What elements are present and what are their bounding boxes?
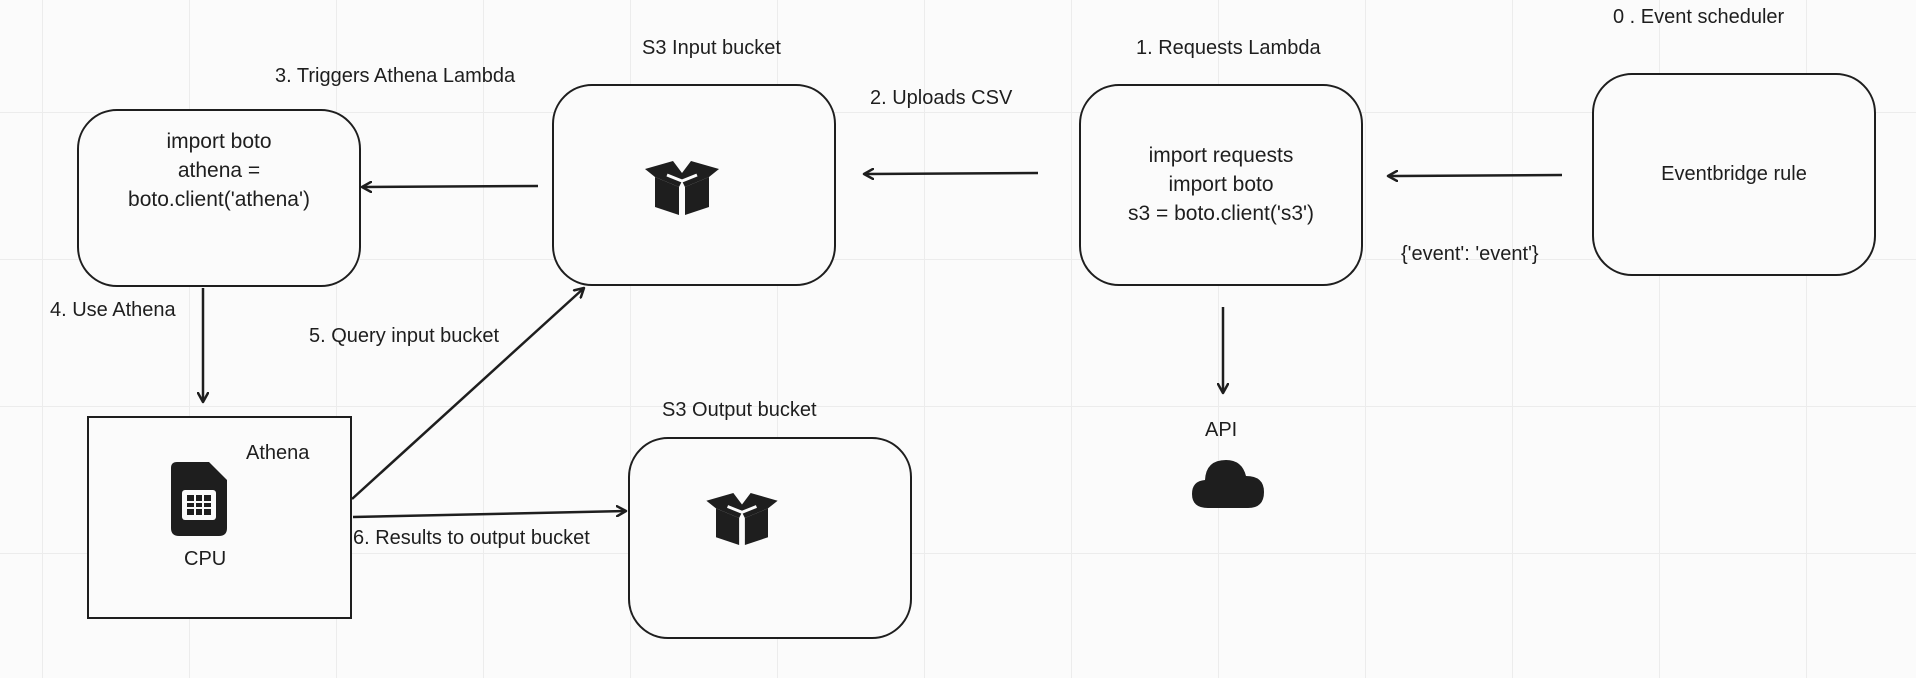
arrow-athena-to-s3-output (352, 511, 626, 519)
cpu-caption: CPU (184, 548, 227, 570)
code-line: athena = (177, 159, 261, 182)
athena-lambda-box[interactable]: import boto athena = boto.client('athena… (77, 109, 361, 287)
s3-output-bucket-box[interactable] (628, 437, 912, 639)
arrow-eventbridge-to-lambda (1388, 175, 1563, 176)
athena-box[interactable]: Athena CPU (87, 416, 352, 619)
eventbridge-rule-label: Eventbridge rule (1661, 163, 1807, 185)
code-line: import requests (1148, 144, 1294, 167)
results-output-label: 6. Results to output bucket (353, 527, 590, 549)
athena-lambda-heading: 3. Triggers Athena Lambda (275, 65, 516, 87)
cpu-chip-icon (171, 462, 227, 536)
api-label: API (1205, 419, 1238, 441)
bucket-box-icon (645, 161, 719, 215)
eventbridge-rule-box[interactable]: Eventbridge rule (1592, 73, 1876, 276)
s3-input-bucket-box[interactable] (552, 84, 836, 286)
uploads-csv-label: 2. Uploads CSV (870, 87, 1013, 109)
s3-input-heading: S3 Input bucket (642, 37, 781, 59)
code-line: s3 = boto.client('s3') (1127, 202, 1315, 225)
arrow-s3-input-to-athena-lambda (362, 186, 539, 187)
requests-lambda-box[interactable]: import requests import boto s3 = boto.cl… (1079, 84, 1363, 286)
use-athena-label: 4. Use Athena (50, 299, 176, 321)
code-line: import boto (1168, 173, 1274, 196)
arrow-athena-to-s3-input (351, 288, 584, 500)
event-payload-label: {'event': 'event'} (1401, 243, 1539, 265)
cloud-icon (1192, 460, 1264, 508)
code-line: import boto (166, 130, 272, 153)
event-scheduler-heading: 0 . Event scheduler (1613, 6, 1785, 28)
code-line: boto.client('athena') (128, 188, 310, 211)
athena-title: Athena (246, 442, 310, 464)
requests-lambda-code: import requests import boto s3 = boto.cl… (1081, 141, 1361, 228)
requests-lambda-heading: 1. Requests Lambda (1136, 37, 1321, 59)
athena-lambda-code: import boto athena = boto.client('athena… (79, 127, 359, 214)
s3-output-heading: S3 Output bucket (662, 399, 817, 421)
arrow-lambda-to-s3-input (864, 173, 1039, 174)
query-input-label: 5. Query input bucket (309, 325, 500, 347)
bucket-box-icon (706, 493, 778, 545)
